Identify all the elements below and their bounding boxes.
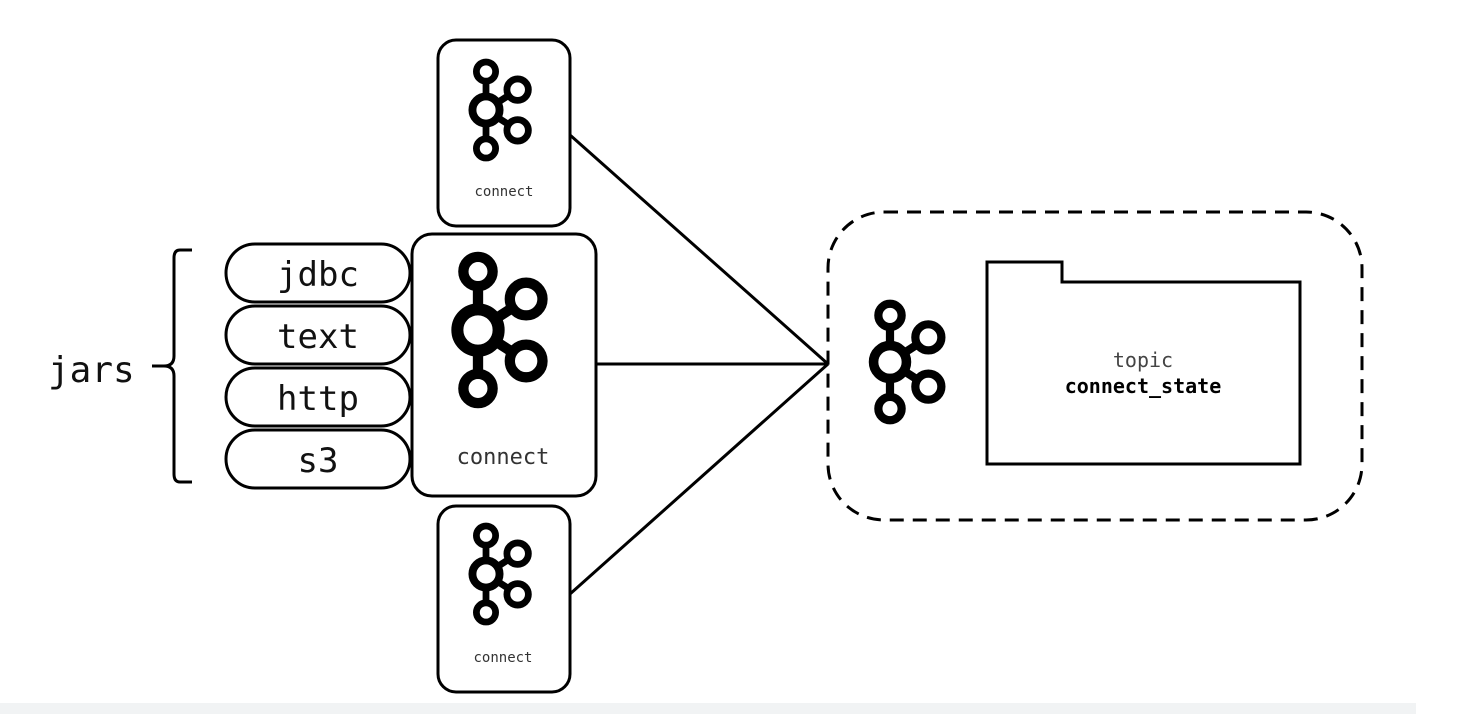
jar-label-s3: s3 xyxy=(298,441,339,481)
topic-name: connect_state xyxy=(1065,374,1222,398)
line-bottom-connect xyxy=(569,362,829,596)
jar-item-text[interactable]: text xyxy=(224,304,412,366)
line-top-connect xyxy=(569,133,829,366)
jar-list: jdbc text http s3 xyxy=(224,242,412,490)
jar-label-text: text xyxy=(277,317,359,357)
bottom-strip xyxy=(0,703,1416,714)
topic-folder[interactable]: topic connect_state xyxy=(985,260,1302,466)
jars-label: jars xyxy=(48,350,135,391)
jars-group: jars xyxy=(48,248,192,484)
kafka-logo-icon xyxy=(874,304,942,420)
jar-item-jdbc[interactable]: jdbc xyxy=(224,242,412,304)
connect-node-bottom[interactable]: connect xyxy=(436,504,572,694)
jar-item-s3[interactable]: s3 xyxy=(224,428,412,490)
jars-brace xyxy=(152,248,192,484)
jar-label-jdbc: jdbc xyxy=(277,255,359,295)
connect-node-top[interactable]: connect xyxy=(436,38,572,228)
connect-node-main[interactable]: connect xyxy=(410,232,598,498)
connection-lines xyxy=(569,133,829,596)
jar-label-http: http xyxy=(277,379,359,419)
connect-node-main-label: connect xyxy=(457,445,550,470)
connect-node-top-label: connect xyxy=(474,184,533,200)
jar-item-http[interactable]: http xyxy=(224,366,412,428)
topic-label: topic xyxy=(1113,348,1173,372)
folder-icon xyxy=(985,260,1302,466)
connect-node-bottom-label: connect xyxy=(473,650,532,666)
kafka-cluster[interactable]: topic connect_state xyxy=(826,210,1364,522)
